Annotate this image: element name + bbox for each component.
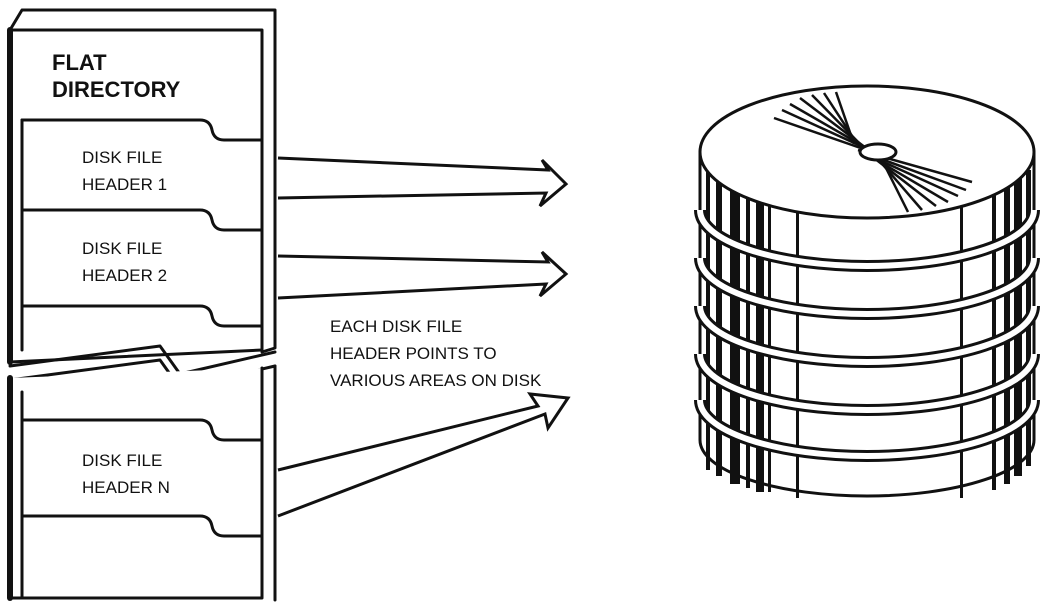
torn-break <box>8 344 277 376</box>
platter-bands <box>694 209 1040 462</box>
header-2-line2: HEADER 2 <box>82 266 167 285</box>
directory-title-line2: DIRECTORY <box>52 77 181 102</box>
header-n-line2: HEADER N <box>82 478 170 497</box>
header-n-bottom-tab <box>20 514 264 538</box>
header-2-tab <box>20 208 264 232</box>
disk-pack <box>694 84 1040 498</box>
header-1-line2: HEADER 1 <box>82 175 167 194</box>
header-1-line1: DISK FILE <box>82 148 162 167</box>
arrow-header-1 <box>277 156 569 208</box>
arrow-header-2 <box>277 250 569 300</box>
annotation-line3: VARIOUS AREAS ON DISK <box>330 371 542 390</box>
disk-spindle <box>858 142 898 162</box>
annotation-line2: HEADER POINTS TO <box>330 344 497 363</box>
flat-directory <box>7 8 277 602</box>
directory-title-line1: FLAT <box>52 50 107 75</box>
annotation-line1: EACH DISK FILE <box>330 317 462 336</box>
header-1-tab <box>20 118 264 142</box>
arrow-header-n <box>277 392 571 518</box>
header-n-line1: DISK FILE <box>82 451 162 470</box>
header-3-tab <box>20 304 264 328</box>
disk-sectors <box>773 91 973 213</box>
header-2-line1: DISK FILE <box>82 239 162 258</box>
header-n-tab <box>20 418 264 442</box>
pointer-arrows <box>277 156 571 518</box>
